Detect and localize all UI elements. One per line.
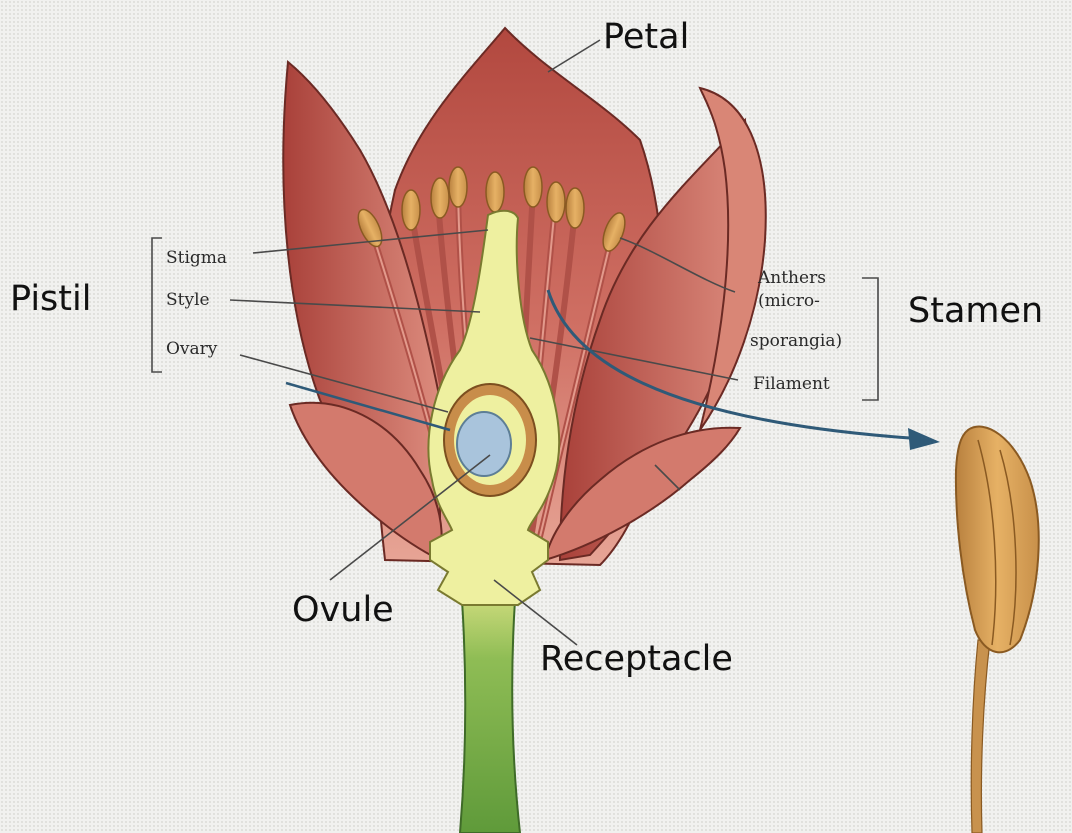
stamen-bracket <box>862 278 878 400</box>
label-petal: Petal <box>603 17 689 57</box>
label-ovule: Ovule <box>292 590 394 630</box>
label-filament: Filament <box>753 374 830 394</box>
label-receptacle: Receptacle <box>540 639 733 679</box>
label-anthers-2: (micro- <box>758 291 820 311</box>
stamen-filament <box>971 640 990 833</box>
stem <box>460 600 520 833</box>
label-stigma: Stigma <box>166 248 227 268</box>
label-anthers-1: Anthers <box>757 268 826 288</box>
label-pistil: Pistil <box>10 279 91 319</box>
pistil-bracket <box>152 238 162 372</box>
stamen-anther <box>956 427 1039 653</box>
label-style: Style <box>166 290 210 310</box>
label-anthers-3: sporangia) <box>750 331 842 351</box>
ovule-shape <box>457 412 511 476</box>
label-ovary: Ovary <box>166 339 218 359</box>
arrow-head <box>908 428 940 450</box>
label-stamen: Stamen <box>908 291 1043 331</box>
